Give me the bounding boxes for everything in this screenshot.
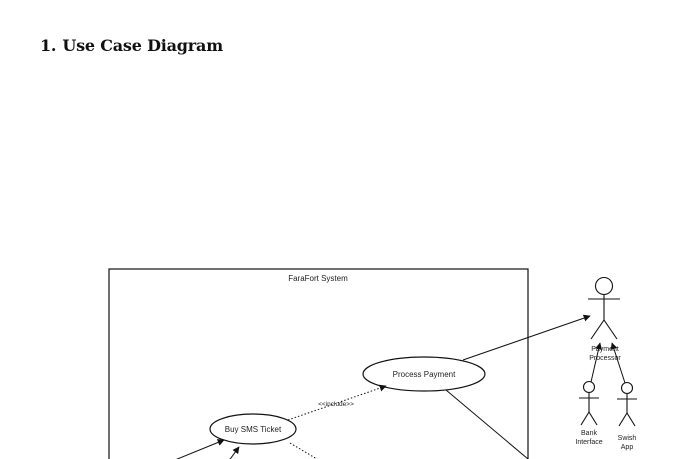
dotted-edge-lower <box>289 442 318 459</box>
actor-swish-app-label-line1: Swish <box>618 435 637 442</box>
generalization-edge-swish <box>610 342 626 384</box>
use-case-process-payment <box>362 356 486 392</box>
association-edge-lower-right <box>445 389 529 459</box>
section-title: Use Case Diagram <box>62 36 223 55</box>
section-number: 1. <box>40 36 57 55</box>
association-edge-sms-2 <box>229 446 240 459</box>
actor-bank-interface-label-line1: Bank <box>581 430 597 437</box>
association-edge-payment-processor <box>462 314 591 361</box>
actor-bank-interface <box>579 380 599 426</box>
generalization-edge-bank <box>590 342 602 383</box>
actor-payment-processor-label-line1: Payment <box>591 346 619 353</box>
actor-swish-app <box>617 381 637 427</box>
include-label: <<include>> <box>318 401 354 408</box>
actor-swish-app-label-line2: App <box>621 444 634 451</box>
system-boundary <box>108 268 529 459</box>
actor-payment-processor <box>588 276 620 340</box>
section-heading: 1. Use Case Diagram <box>40 36 223 55</box>
actor-bank-interface-label-line2: Interface <box>575 439 602 446</box>
association-edge-sms-1 <box>176 439 225 459</box>
use-case-buy-sms-ticket <box>209 413 297 445</box>
use-case-buy-sms-ticket-label: Buy SMS Ticket <box>225 425 282 434</box>
actor-payment-processor-label-line2: Processor <box>589 355 621 362</box>
use-case-process-payment-label: Process Payment <box>393 370 456 379</box>
system-boundary-label: FaraFort System <box>288 274 348 283</box>
